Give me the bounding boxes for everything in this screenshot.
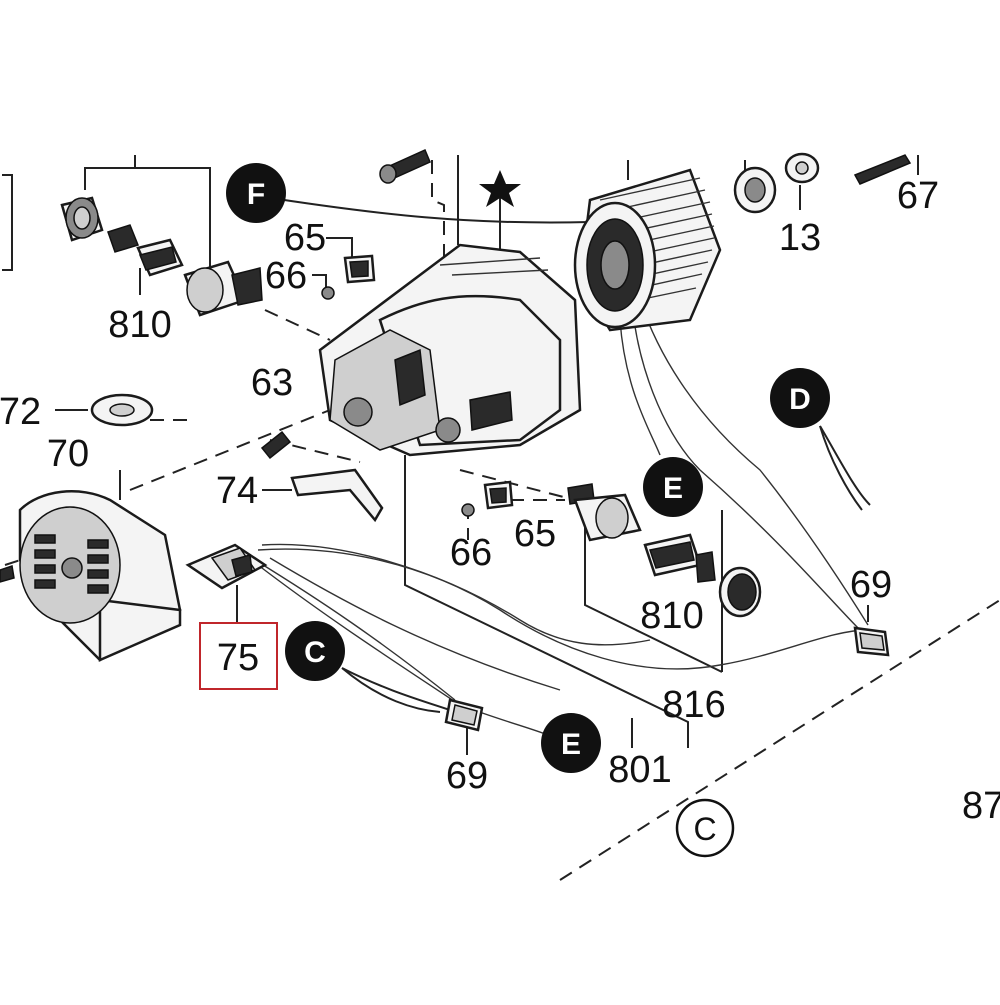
motor-housing	[318, 243, 582, 457]
brush-cap	[718, 566, 762, 618]
label-69-right: 69	[850, 564, 892, 606]
terminal-65-top	[343, 254, 376, 284]
callout-f: F	[226, 163, 286, 223]
set-screw-63	[260, 430, 292, 460]
end-housing-70	[0, 490, 182, 662]
label-65-bottom: 65	[514, 513, 556, 555]
nut-66-bottom	[461, 503, 475, 517]
terminal-65-bottom	[483, 480, 514, 510]
carbon-brush-bottom	[643, 533, 716, 583]
part-numbers: 810 65 66 13 67 63 72 70 74 66 65 69 810…	[0, 175, 1000, 827]
label-75: 75	[217, 637, 259, 679]
brush-holder-bottom	[567, 483, 642, 542]
label-801: 801	[608, 749, 671, 791]
screw-67	[853, 154, 912, 185]
svg-text:C: C	[693, 811, 716, 847]
label-87: 87	[962, 785, 1000, 827]
highlight-box-75	[199, 622, 278, 690]
callout-e-top: E	[643, 457, 703, 517]
label-74: 74	[216, 470, 258, 512]
label-13: 13	[779, 217, 821, 259]
label-66-bottom: 66	[450, 532, 492, 574]
washer-72	[90, 393, 154, 427]
label-810-bottom: 810	[640, 595, 703, 637]
label-816: 816	[662, 684, 725, 726]
label-63: 63	[251, 362, 293, 404]
switch-75	[185, 543, 268, 590]
svg-text:D: D	[789, 383, 811, 416]
carbon-brush-top	[60, 196, 184, 277]
callout-c-outline: C	[675, 798, 735, 858]
field-stator	[573, 168, 722, 332]
bracket-74	[290, 468, 384, 523]
screw-top	[379, 148, 431, 184]
nut-66-top	[321, 286, 335, 300]
svg-text:E: E	[663, 472, 683, 505]
star-icon	[479, 170, 521, 207]
connector-69-right	[853, 626, 890, 657]
callout-e-bottom: E	[541, 713, 601, 773]
label-70: 70	[47, 433, 89, 475]
brush-holder-top	[183, 260, 263, 317]
svg-text:E: E	[561, 728, 581, 761]
svg-text:C: C	[304, 636, 326, 669]
edge-bracket	[2, 174, 13, 271]
label-810-top: 810	[108, 304, 171, 346]
label-72: 72	[0, 391, 41, 433]
svg-text:F: F	[247, 178, 265, 211]
callout-c: C	[285, 621, 345, 681]
label-69-bottom: 69	[446, 755, 488, 797]
connector-69-bottom	[444, 698, 484, 732]
label-65-top: 65	[284, 217, 326, 259]
label-66-top: 66	[265, 255, 307, 297]
callout-d: D	[770, 368, 830, 428]
bearing	[733, 152, 820, 214]
label-67: 67	[897, 175, 939, 217]
wiring	[254, 299, 869, 736]
